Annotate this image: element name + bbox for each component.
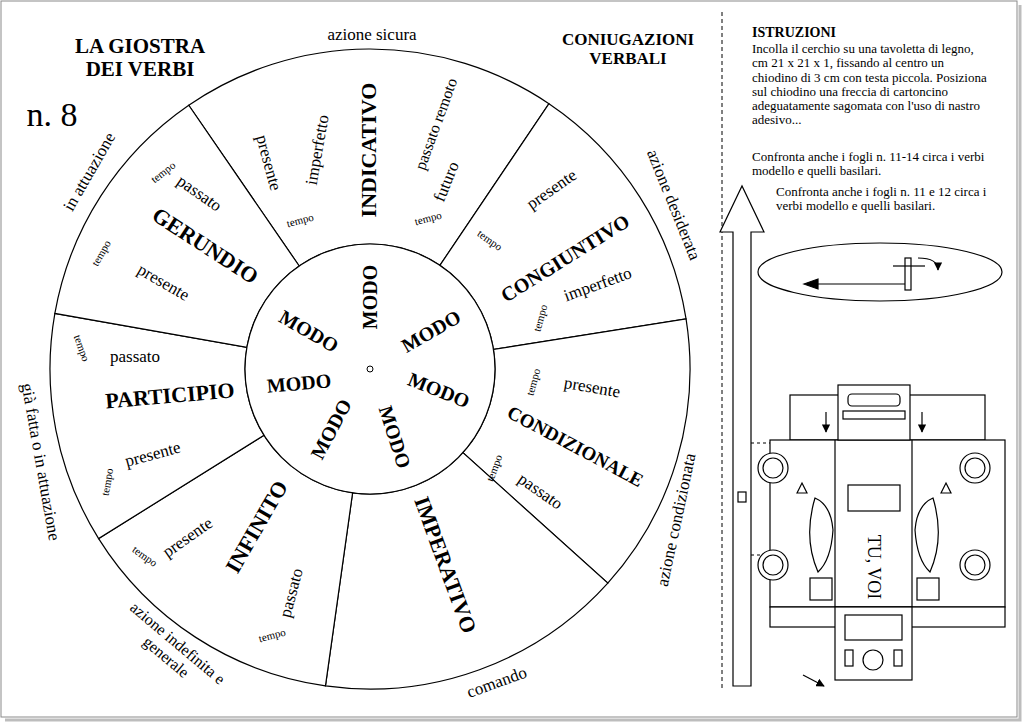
car-cutout (758, 385, 1005, 686)
note: Confronta anche i fogli n. 11 e 12 circa… (776, 185, 991, 214)
cut-line (722, 12, 723, 690)
sheet-number: n. 8 (27, 96, 78, 133)
ring-label: azione sicura (327, 26, 416, 45)
center-pin (367, 366, 373, 372)
page-shadow (5, 5, 1020, 720)
instructions-text: Incolla il cerchio su una tavoletta di l… (752, 42, 992, 128)
hub-shape (245, 244, 495, 494)
instructions-note: Confronta anche i fogli n. 11-14 circa i… (752, 150, 992, 179)
hub-circle: MODOMODOMODOMODOMODOMODOMODO (243, 242, 497, 496)
mode-name: INDICATIVO (357, 83, 381, 218)
sector-shape (50, 313, 264, 538)
title: LA GIOSTRA DEI VERBI (58, 35, 223, 81)
tense-label: passato (110, 348, 160, 367)
subtitle: CONIUGAZIONI VERBALI (541, 31, 716, 68)
mounting-sketch (758, 243, 1002, 301)
pointer-arrow (720, 186, 770, 686)
modo-label: MODO (359, 265, 381, 329)
instructions-heading: ISTRUZIONI (752, 25, 836, 40)
car-label: TU, VOI (863, 535, 883, 600)
